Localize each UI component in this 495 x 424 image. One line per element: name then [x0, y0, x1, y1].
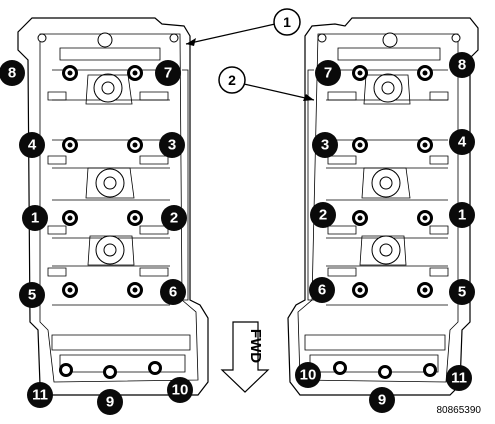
svg-text:3: 3 — [321, 137, 329, 154]
fwd-label: FWD — [247, 329, 264, 363]
seq-badge: 2 — [310, 202, 336, 228]
svg-text:4: 4 — [28, 137, 37, 154]
seq-badge: 5 — [19, 282, 45, 308]
svg-text:9: 9 — [106, 394, 114, 411]
svg-text:5: 5 — [458, 284, 466, 301]
bolt-1 — [417, 210, 433, 226]
bolt-8 — [62, 65, 78, 81]
seq-badge: 6 — [309, 277, 335, 303]
seq-badge: 11 — [27, 382, 53, 408]
seq-badge: 7 — [155, 60, 181, 86]
seq-badge: 10 — [295, 362, 321, 388]
svg-text:11: 11 — [451, 370, 467, 387]
svg-text:5: 5 — [28, 287, 36, 304]
seq-badge: 4 — [449, 129, 475, 155]
svg-text:8: 8 — [8, 65, 16, 82]
svg-text:1: 1 — [31, 210, 39, 227]
seq-badge: 3 — [312, 132, 338, 158]
seq-badge: 1 — [22, 205, 48, 231]
svg-text:6: 6 — [169, 284, 177, 301]
svg-text:7: 7 — [164, 65, 172, 82]
svg-text:4: 4 — [458, 134, 467, 151]
callout-2: 2 — [218, 66, 315, 101]
seq-badge: 9 — [97, 389, 123, 415]
bolt-9 — [103, 365, 117, 379]
right-head-bolts — [333, 65, 437, 379]
bolt-6 — [352, 282, 368, 298]
bolt-11 — [423, 363, 437, 377]
svg-text:7: 7 — [324, 65, 332, 82]
bolt-3 — [352, 137, 368, 153]
svg-text:6: 6 — [318, 282, 326, 299]
seq-badge: 1 — [449, 202, 475, 228]
seq-badge: 4 — [19, 132, 45, 158]
seq-badge: 3 — [159, 132, 185, 158]
seq-badge: 8 — [449, 52, 475, 78]
svg-text:10: 10 — [172, 382, 189, 399]
bolt-2 — [352, 210, 368, 226]
svg-text:2: 2 — [319, 207, 327, 224]
right-sequence-badges: 7 8 3 4 2 1 6 5 10 11 9 — [295, 52, 475, 413]
svg-text:2: 2 — [228, 72, 236, 88]
seq-badge: 7 — [315, 60, 341, 86]
left-cylinder-head: 8 7 4 3 1 2 5 6 11 9 10 — [0, 17, 209, 415]
seq-badge: 9 — [369, 387, 395, 413]
bolt-3 — [127, 137, 143, 153]
bolt-10 — [333, 361, 347, 375]
seq-badge: 10 — [167, 377, 193, 403]
bolt-5 — [417, 282, 433, 298]
left-sequence-badges: 8 7 4 3 1 2 5 6 11 9 10 — [0, 60, 193, 415]
seq-badge: 2 — [161, 205, 187, 231]
bolt-1 — [62, 210, 78, 226]
forward-direction-arrow: FWD — [220, 321, 270, 393]
svg-text:1: 1 — [458, 207, 466, 224]
figure-id: 80865390 — [436, 405, 482, 416]
bolt-4 — [417, 137, 433, 153]
svg-text:11: 11 — [32, 387, 48, 404]
bolt-9 — [378, 365, 392, 379]
bolt-11 — [59, 363, 73, 377]
bolt-10 — [148, 361, 162, 375]
bolt-7 — [352, 65, 368, 81]
bolt-4 — [62, 137, 78, 153]
svg-text:9: 9 — [378, 392, 386, 409]
bolt-2 — [127, 210, 143, 226]
right-cylinder-head: 7 8 3 4 2 1 6 5 10 11 9 — [287, 17, 479, 413]
bolt-6 — [127, 282, 143, 298]
svg-text:8: 8 — [458, 57, 466, 74]
seq-badge: 5 — [449, 279, 475, 305]
bolt-7 — [127, 65, 143, 81]
seq-badge: 8 — [0, 60, 25, 86]
callout-1: 1 — [185, 8, 301, 46]
bolt-5 — [62, 282, 78, 298]
bolt-8 — [417, 65, 433, 81]
svg-text:3: 3 — [168, 137, 176, 154]
seq-badge: 6 — [160, 279, 186, 305]
svg-text:1: 1 — [283, 14, 291, 30]
svg-text:2: 2 — [170, 210, 178, 227]
left-head-bolts — [59, 65, 162, 379]
seq-badge: 11 — [446, 365, 472, 391]
svg-text:10: 10 — [300, 367, 317, 384]
